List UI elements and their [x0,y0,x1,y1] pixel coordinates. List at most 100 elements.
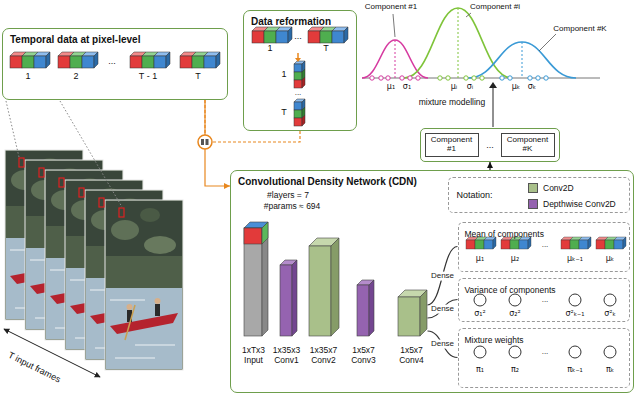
mixture-curves [472,76,476,80]
legend: Conv2DDepthwise Conv2D [528,182,616,214]
component-box: ...Component #1Component #K [420,128,560,162]
mean-cubes [466,237,626,249]
output-circles [604,294,616,306]
layer-prisms [420,290,427,336]
pixel-markers [119,208,124,217]
mean-cubes [501,237,531,249]
temporal-cubes [130,52,170,68]
video-frames [105,200,183,370]
connector [428,331,458,358]
video-frames [5,150,183,370]
annotation-label: mixture modelling [419,98,486,107]
annotation-label: σₖ [528,83,536,92]
mixture-curves [416,76,420,80]
pixel-markers [19,158,24,167]
layer-block-text: 1x35x7 [310,345,337,355]
layer-block-text: 1xTx3 [242,345,265,355]
annotation-label: μᵢ [451,83,458,92]
annotation-label: ... [542,348,549,357]
legend-swatch [528,183,538,193]
output-circles [474,294,486,306]
mixture-curves [370,76,374,80]
mixture-curves [500,76,548,80]
mean-cubes [561,237,591,249]
reshape-icon [198,135,212,149]
mixture-curves [458,8,459,78]
output-circles [569,294,581,306]
reformation-cubes [308,27,348,43]
layer-block-text: Conv2 [311,355,336,365]
layer-block: 1x35x7Conv2 [306,238,342,366]
connector [428,247,458,306]
edge-label: Dense [430,304,455,313]
component-cell-text: Component #K [502,136,554,154]
reformation-cubes [252,27,292,43]
legend-row: Depthwise Conv2D [528,198,616,210]
annotation-label: σ₂² [509,310,520,319]
connector [487,162,493,170]
connector-line [428,247,458,306]
mean-cubes [596,237,626,249]
mixture-curves [393,14,395,37]
mixture-curves [446,76,450,80]
layer-block: 1x5x7Conv4 [396,290,428,366]
layer-prisms [244,222,427,336]
layer-block-text: Conv1 [274,355,299,365]
edge-label: Dense [430,340,455,349]
annotation-label: 2 [73,72,78,82]
mean-cubes [466,237,496,249]
annotation-label: μₖ [606,255,615,264]
mixture-curves [522,42,523,78]
layer-prisms [357,285,369,336]
layer-block-text: Conv4 [399,355,424,365]
connector [428,300,458,319]
pixel-markers [79,188,84,197]
reshape-icon [198,135,212,149]
mixture-curves [468,42,576,78]
layer-prisms [244,228,262,244]
annotation-label: ... [542,241,549,250]
layer-block-text: 1x5x7 [352,345,375,355]
annotation-label: T - 1 [139,72,157,82]
mixture-curves [404,8,512,78]
pixel-leader [6,101,122,207]
annotation-label: π₁ [476,366,484,375]
pixel-markers [39,168,44,177]
notation-box-text: Notation: [457,190,493,200]
mixture-curves [528,76,532,80]
legend-text: Depthwise Conv2D [543,199,616,209]
reformation-cubes [252,27,348,126]
reshape-icon [206,139,209,145]
panel-box: Data reformation [243,10,357,131]
mean-cubes [501,237,531,249]
annotation-label: μ₂ [511,255,519,264]
layer-block-text: Input [244,355,263,365]
annotation-label: Component #K [553,25,606,34]
mixture-curves [408,76,412,80]
mixture-curves [539,34,556,51]
mixture-curves [386,76,390,80]
modelling-arrow [493,88,494,127]
connector [205,100,300,142]
annotation-label: σ²ₖ [604,310,616,319]
pixel-markers [19,158,124,217]
annotation-label: #layers = 7 [267,191,309,200]
layer-block-text: 1x35x3 [273,345,300,355]
mean-cubes [466,237,496,249]
annotation-label: T [323,44,329,54]
annotation-label: 1 [267,44,272,54]
mixture-curves [400,76,404,80]
annotation-label: T [281,108,287,118]
component-cell: Component #1 [425,133,479,157]
pixel-markers [59,178,64,187]
layer-block: 1x5x7Conv3 [349,280,379,366]
annotation-label: μₖ [512,83,521,92]
annotation-label: ... [294,32,302,42]
annotation-label: ... [108,57,116,67]
annotation-label: ... [295,89,302,98]
